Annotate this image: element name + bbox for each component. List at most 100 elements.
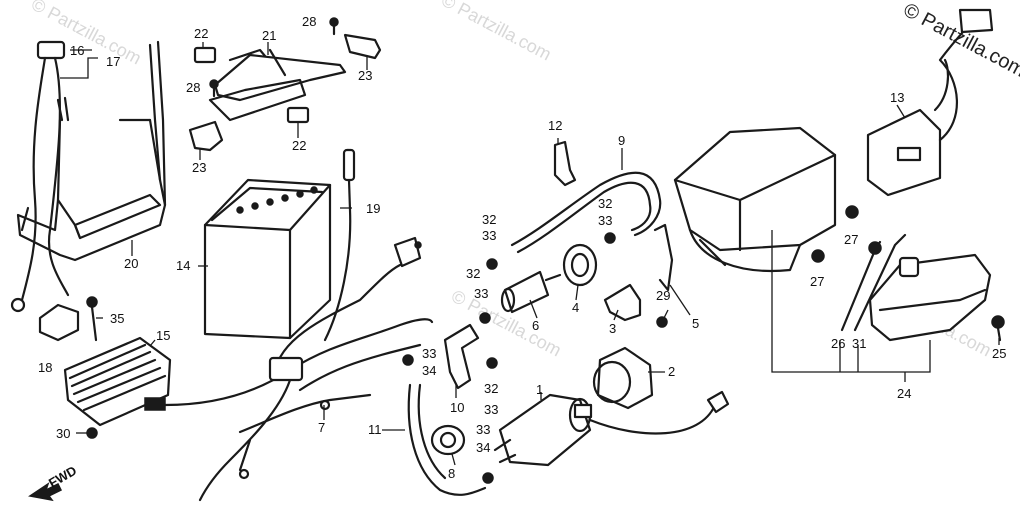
callout-1: 1	[536, 382, 543, 397]
callout-labels: 16 17 20 22 21 28 23 28 22 23 19 14 35 1…	[38, 14, 1006, 481]
leader-bracket	[771, 230, 931, 373]
callout-14: 14	[176, 258, 190, 273]
callout-3: 3	[609, 321, 616, 336]
callout-31: 31	[852, 336, 866, 351]
pump-wire	[588, 403, 717, 435]
callout-33: 33	[474, 286, 488, 301]
connector	[706, 390, 730, 414]
callout-34: 34	[476, 440, 490, 455]
battery-bracket	[208, 48, 347, 122]
callout-2: 2	[668, 364, 675, 379]
clip	[188, 120, 224, 152]
fuel-hose	[510, 171, 662, 247]
rubber-pad	[286, 106, 310, 124]
callout-12: 12	[548, 118, 562, 133]
clamp-band	[562, 243, 598, 287]
hose-clip	[553, 140, 577, 187]
callout-32: 32	[484, 381, 498, 396]
screw	[486, 258, 498, 270]
strap	[853, 233, 907, 332]
callout-7: 7	[318, 420, 325, 435]
forward-arrow-icon: FWD	[28, 463, 79, 502]
tube-joint	[443, 323, 480, 390]
callout-5: 5	[692, 316, 699, 331]
callout-33: 33	[476, 422, 490, 437]
callout-9: 9	[618, 133, 625, 148]
callout-29: 29	[656, 288, 670, 303]
drain-tube	[417, 383, 447, 480]
screw	[604, 232, 616, 244]
callout-33: 33	[482, 228, 496, 243]
callout-20: 20	[124, 256, 138, 271]
wire-harness	[163, 236, 434, 502]
callout-32: 32	[598, 196, 612, 211]
stay	[603, 283, 642, 322]
callout-26: 26	[831, 336, 845, 351]
fuel-cut-relay	[592, 346, 654, 410]
callout-27: 27	[844, 232, 858, 247]
callout-8: 8	[448, 466, 455, 481]
callout-34: 34	[422, 363, 436, 378]
battery	[203, 178, 332, 340]
screw	[656, 316, 668, 328]
callout-10: 10	[450, 400, 464, 415]
fuel-pump	[493, 393, 593, 467]
callout-28: 28	[186, 80, 200, 95]
callout-19: 19	[366, 201, 380, 216]
rubber-pad	[193, 46, 217, 64]
grommet	[868, 241, 882, 255]
watermark-text: © Partzilla.com	[438, 0, 554, 64]
callout-21: 21	[262, 28, 276, 43]
clip	[343, 33, 382, 60]
screw	[486, 357, 498, 369]
callout-13: 13	[890, 90, 904, 105]
callout-32: 32	[466, 266, 480, 281]
callout-33: 33	[598, 213, 612, 228]
callout-24: 24	[897, 386, 911, 401]
callout-11: 11	[368, 422, 382, 437]
bolt	[86, 296, 98, 342]
screw	[482, 472, 494, 484]
cdi-unit	[866, 8, 994, 197]
fuel-hose	[516, 181, 652, 254]
callout-35: 35	[110, 311, 124, 326]
callout-16: 16	[70, 43, 84, 58]
starter-relay	[38, 303, 80, 342]
callout-32: 32	[482, 212, 496, 227]
fuel-filter	[500, 270, 562, 314]
screw	[402, 354, 414, 366]
callout-4: 4	[572, 300, 579, 315]
tube-end	[342, 148, 356, 182]
drain-tube	[407, 383, 487, 496]
callout-33: 33	[484, 402, 498, 417]
callout-27: 27	[810, 274, 824, 289]
grommet	[845, 205, 859, 219]
callout-15: 15	[156, 328, 170, 343]
stay-bracket	[653, 223, 674, 292]
rubber-grommet	[430, 424, 466, 456]
battery-cable	[10, 40, 70, 313]
nut	[86, 427, 98, 439]
callout-18: 18	[38, 360, 52, 375]
regulator-rectifier	[63, 336, 172, 427]
bolt	[209, 79, 219, 98]
side-cover	[868, 253, 992, 342]
fwd-label: FWD	[46, 463, 79, 491]
bolt	[329, 17, 339, 36]
battery-tray	[16, 40, 167, 262]
callout-33: 33	[422, 346, 436, 361]
callout-22: 22	[194, 26, 208, 41]
leader-lines	[60, 42, 1000, 466]
breather-tube	[323, 148, 352, 342]
grommet	[811, 249, 825, 263]
callout-23: 23	[192, 160, 206, 175]
battery-case	[673, 126, 837, 272]
callout-25: 25	[992, 346, 1006, 361]
callout-28: 28	[302, 14, 316, 29]
callout-22: 22	[292, 138, 306, 153]
callout-30: 30	[56, 426, 70, 441]
screw	[479, 312, 491, 324]
callout-17: 17	[106, 54, 120, 69]
